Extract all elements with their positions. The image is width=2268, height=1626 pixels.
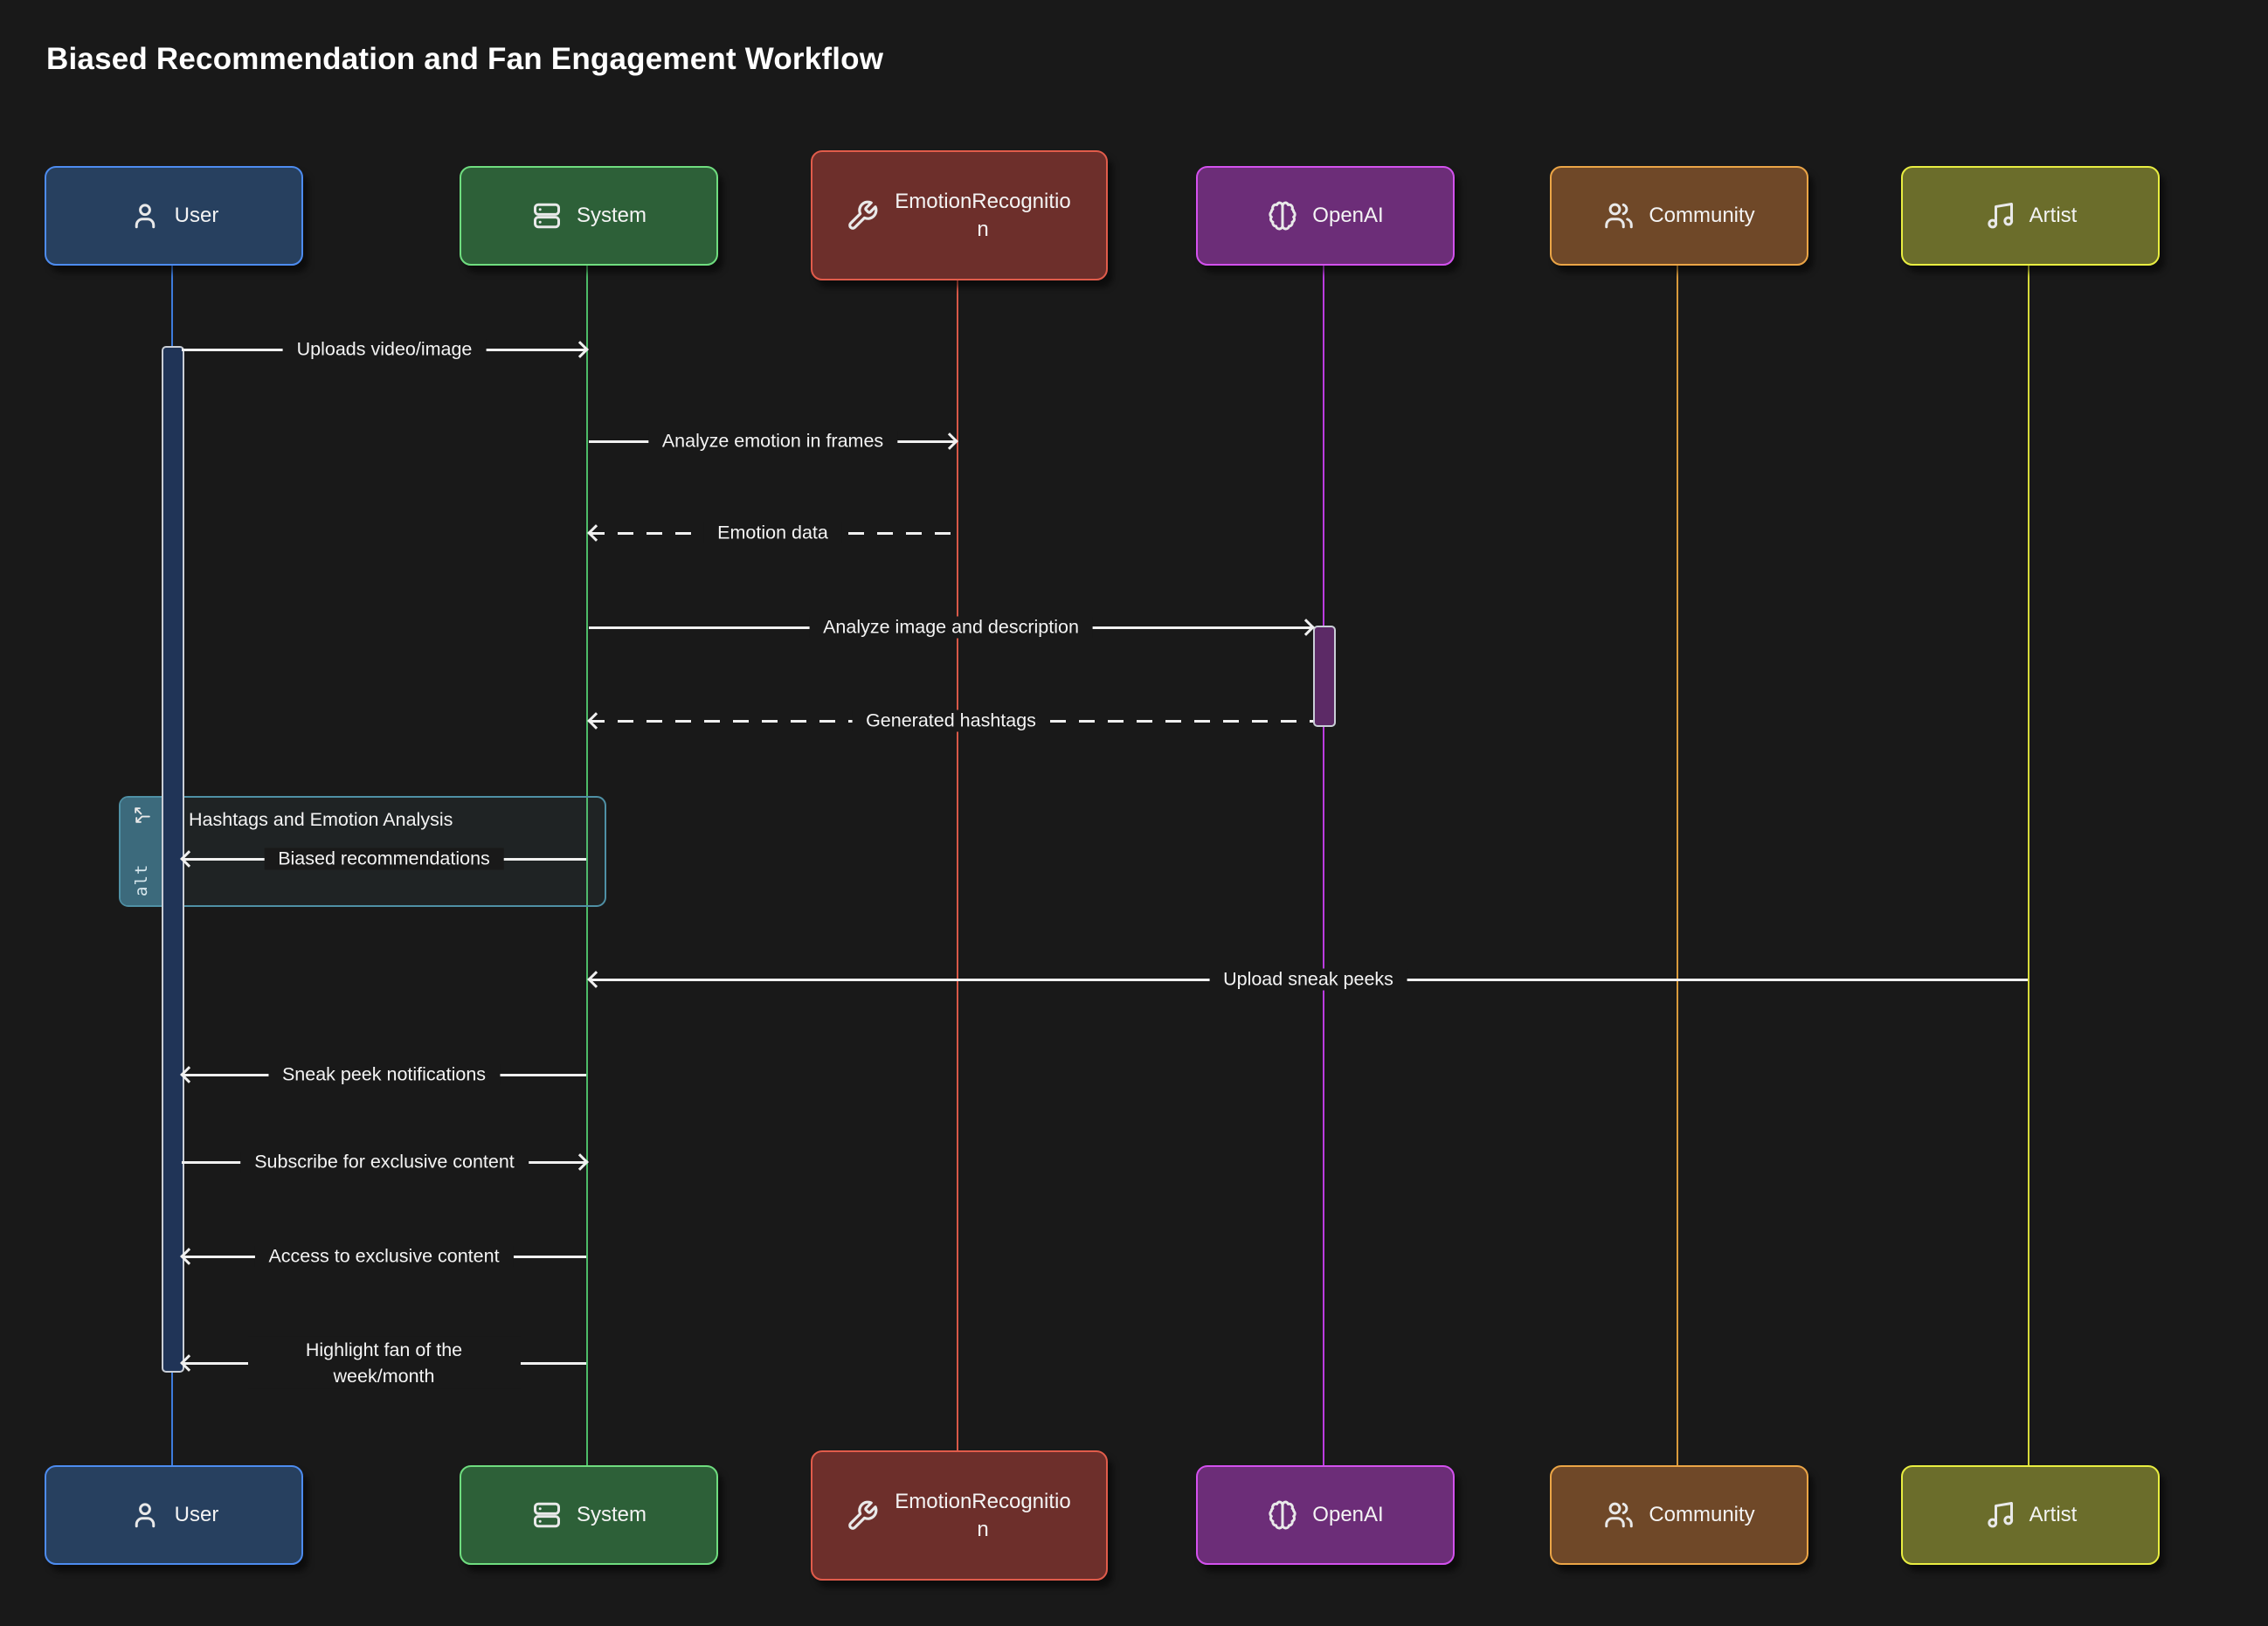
actor-box-system-bottom: System bbox=[460, 1465, 718, 1565]
message-label: Sneak peek notifications bbox=[267, 1063, 501, 1086]
music-icon bbox=[1988, 1502, 2013, 1528]
message-label: Biased recommendations bbox=[264, 848, 504, 870]
message-label: Uploads video/image bbox=[282, 338, 487, 361]
alt-condition-label: Hashtags and Emotion Analysis bbox=[189, 809, 453, 830]
actor-label: User bbox=[174, 204, 219, 227]
wrench-icon bbox=[848, 1500, 878, 1530]
lifeline-artist bbox=[2028, 262, 2030, 1465]
message-label: Upload sneak peeks bbox=[1209, 968, 1407, 991]
arrowhead-left-icon bbox=[587, 712, 605, 730]
actor-label: EmotionRecognition bbox=[895, 190, 1071, 241]
users-icon bbox=[1605, 203, 1634, 229]
actor-box-user-bottom: User bbox=[45, 1465, 303, 1565]
users-icon bbox=[1605, 1502, 1634, 1528]
message-label: Highlight fan of the week/month bbox=[247, 1336, 521, 1390]
arrowhead-left-icon bbox=[587, 524, 605, 542]
brain-icon bbox=[1269, 201, 1296, 231]
music-icon bbox=[1988, 203, 2013, 229]
alt-fragment-tab: alt bbox=[121, 798, 162, 905]
actor-box-system-top: System bbox=[460, 166, 718, 266]
arrowhead-left-icon bbox=[587, 971, 605, 988]
server-icon bbox=[533, 203, 560, 229]
server-icon bbox=[533, 1502, 560, 1528]
actor-label: OpenAI bbox=[1312, 1503, 1384, 1526]
actor-label: User bbox=[174, 1503, 219, 1526]
lifeline-system bbox=[586, 262, 589, 1465]
actor-box-user-top: User bbox=[45, 166, 303, 266]
actor-box-emotionrecognition-bottom: EmotionRecognition bbox=[811, 1450, 1108, 1581]
diagram-title: Biased Recommendation and Fan Engagement… bbox=[46, 42, 884, 76]
brain-icon bbox=[1269, 1500, 1296, 1530]
actor-label: Community bbox=[1649, 204, 1755, 227]
actor-label: OpenAI bbox=[1312, 204, 1384, 227]
actor-box-openai-top: OpenAI bbox=[1196, 166, 1455, 266]
message-label: Access to exclusive content bbox=[254, 1245, 514, 1268]
wrench-icon bbox=[848, 200, 878, 230]
lifeline-openai bbox=[1323, 262, 1325, 1465]
actor-label: System bbox=[576, 1503, 647, 1526]
actor-box-emotionrecognition-top: EmotionRecognition bbox=[811, 150, 1108, 280]
actor-label: EmotionRecognition bbox=[895, 1490, 1071, 1541]
lifeline-emotionrecognition bbox=[957, 277, 959, 1450]
branch-arrows-icon bbox=[134, 807, 150, 823]
message-label: Generated hashtags bbox=[852, 709, 1050, 732]
actor-box-artist-top: Artist bbox=[1901, 166, 2160, 266]
alt-operator-label: alt bbox=[132, 863, 151, 896]
message-label: Subscribe for exclusive content bbox=[240, 1151, 529, 1173]
actor-label: System bbox=[576, 204, 647, 227]
actor-label: Artist bbox=[2029, 1503, 2078, 1526]
actor-box-openai-bottom: OpenAI bbox=[1196, 1465, 1455, 1565]
arrowhead-right-icon bbox=[941, 432, 958, 450]
person-icon bbox=[135, 1503, 155, 1528]
actor-label: Artist bbox=[2029, 204, 2078, 227]
actor-box-community-top: Community bbox=[1550, 166, 1808, 266]
person-icon bbox=[135, 204, 155, 229]
message-label: Analyze image and description bbox=[809, 616, 1093, 639]
lifeline-community bbox=[1677, 262, 1679, 1465]
activation-bar-openai bbox=[1313, 626, 1336, 727]
actor-box-community-bottom: Community bbox=[1550, 1465, 1808, 1565]
actor-box-artist-bottom: Artist bbox=[1901, 1465, 2160, 1565]
arrowhead-right-icon bbox=[1297, 619, 1315, 636]
actor-label: Community bbox=[1649, 1503, 1755, 1526]
message-label: Emotion data bbox=[703, 522, 842, 544]
message-label: Analyze emotion in frames bbox=[647, 430, 898, 453]
